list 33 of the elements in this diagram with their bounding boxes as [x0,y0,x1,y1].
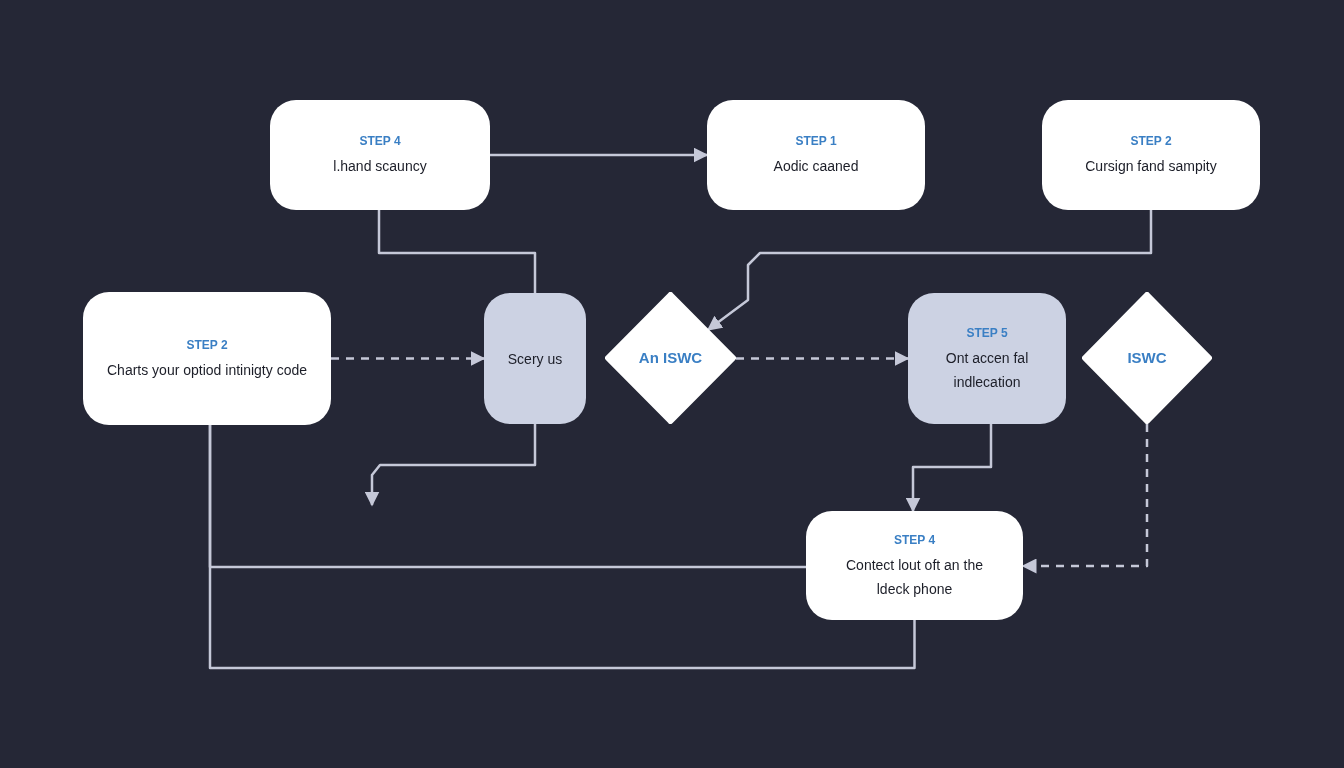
step-label: STEP 5 [966,324,1008,342]
connector-line [208,425,916,670]
step-label: STEP 2 [186,336,228,354]
process-box [806,511,1023,620]
arrow [331,351,486,366]
process-box [83,292,331,425]
arrow [490,147,709,163]
step-text: l.hand scauncy [333,157,427,176]
step-text: Scery us [507,349,563,369]
connector-line [377,210,537,293]
arrow [706,210,1153,331]
process-box [270,100,490,210]
step-label: STEP 4 [893,531,936,549]
process-box [1042,100,1260,210]
step-text: Aodic caaned [773,157,859,176]
step-text: Ont accen fal indlecation [944,348,1030,392]
step-label: STEP 1 [795,133,837,150]
arrow [1021,424,1149,574]
process-box [484,293,586,424]
decision-diamond [605,292,736,424]
step-label: STEP 2 [1130,133,1172,150]
decision-diamond [1082,292,1212,424]
arrow [364,424,537,507]
step-text: Cursign fand sampity [1085,157,1217,176]
arrow [905,424,993,513]
decision-label: ISWC [1127,347,1167,368]
step-label: STEP 4 [359,133,401,150]
process-box [908,293,1066,424]
step-text: Charts your optiod intinigty code [107,360,307,380]
arrow [736,351,910,366]
decision-label: An ISWC [638,347,703,368]
process-box [707,100,925,210]
step-text: Contect lout oft an the ldeck phone [845,555,984,599]
